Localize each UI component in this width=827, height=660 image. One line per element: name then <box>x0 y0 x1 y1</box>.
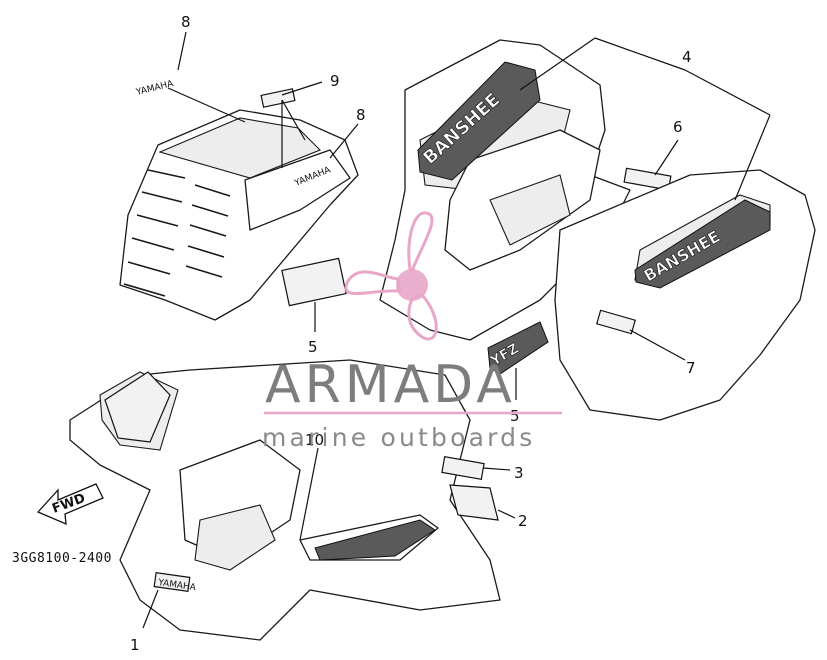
decal-9 <box>260 88 296 108</box>
decal-banshee-1 <box>417 61 541 181</box>
watermark-title: ARMADA <box>265 355 516 415</box>
decal-1 <box>153 572 191 592</box>
leader-lines <box>142 31 771 629</box>
fwd-arrow: FWD <box>36 483 104 526</box>
propeller-logo <box>344 211 438 341</box>
callout-6: 6 <box>673 118 683 136</box>
front-panel: YAMAHA YAMAHA <box>119 79 359 321</box>
callout-5b: 5 <box>510 407 520 425</box>
callout-5a: 5 <box>308 338 318 356</box>
watermark-subtitle: marine outboards <box>262 423 535 452</box>
decal-5-left <box>281 257 347 307</box>
watermark: ARMADA marine outboards <box>262 211 562 452</box>
callout-8a: 8 <box>181 13 191 31</box>
rear-fender: BANSHEE <box>554 169 816 421</box>
callout-8b: 8 <box>356 106 366 124</box>
front-fender: YAMAHA <box>69 359 501 641</box>
decal-front-emblem <box>104 371 171 443</box>
callout-3: 3 <box>514 464 524 482</box>
callout-9: 9 <box>330 72 340 90</box>
decal-7 <box>596 309 636 335</box>
callout-2: 2 <box>518 512 528 530</box>
callout-7: 7 <box>686 359 696 377</box>
callout-numbers: 8 9 8 4 6 5 5 7 3 2 10 1 3GG8100-2400 <box>12 13 696 654</box>
callout-4: 4 <box>682 48 692 66</box>
decal-2 <box>449 484 499 521</box>
decal-banshee-2 <box>634 199 771 289</box>
decal-3 <box>441 455 485 481</box>
part-code: 3GG8100-2400 <box>12 551 112 566</box>
callout-1: 1 <box>130 636 140 654</box>
callout-10: 10 <box>305 431 324 449</box>
decal-10 <box>314 519 436 561</box>
decal-yfz <box>487 321 549 375</box>
